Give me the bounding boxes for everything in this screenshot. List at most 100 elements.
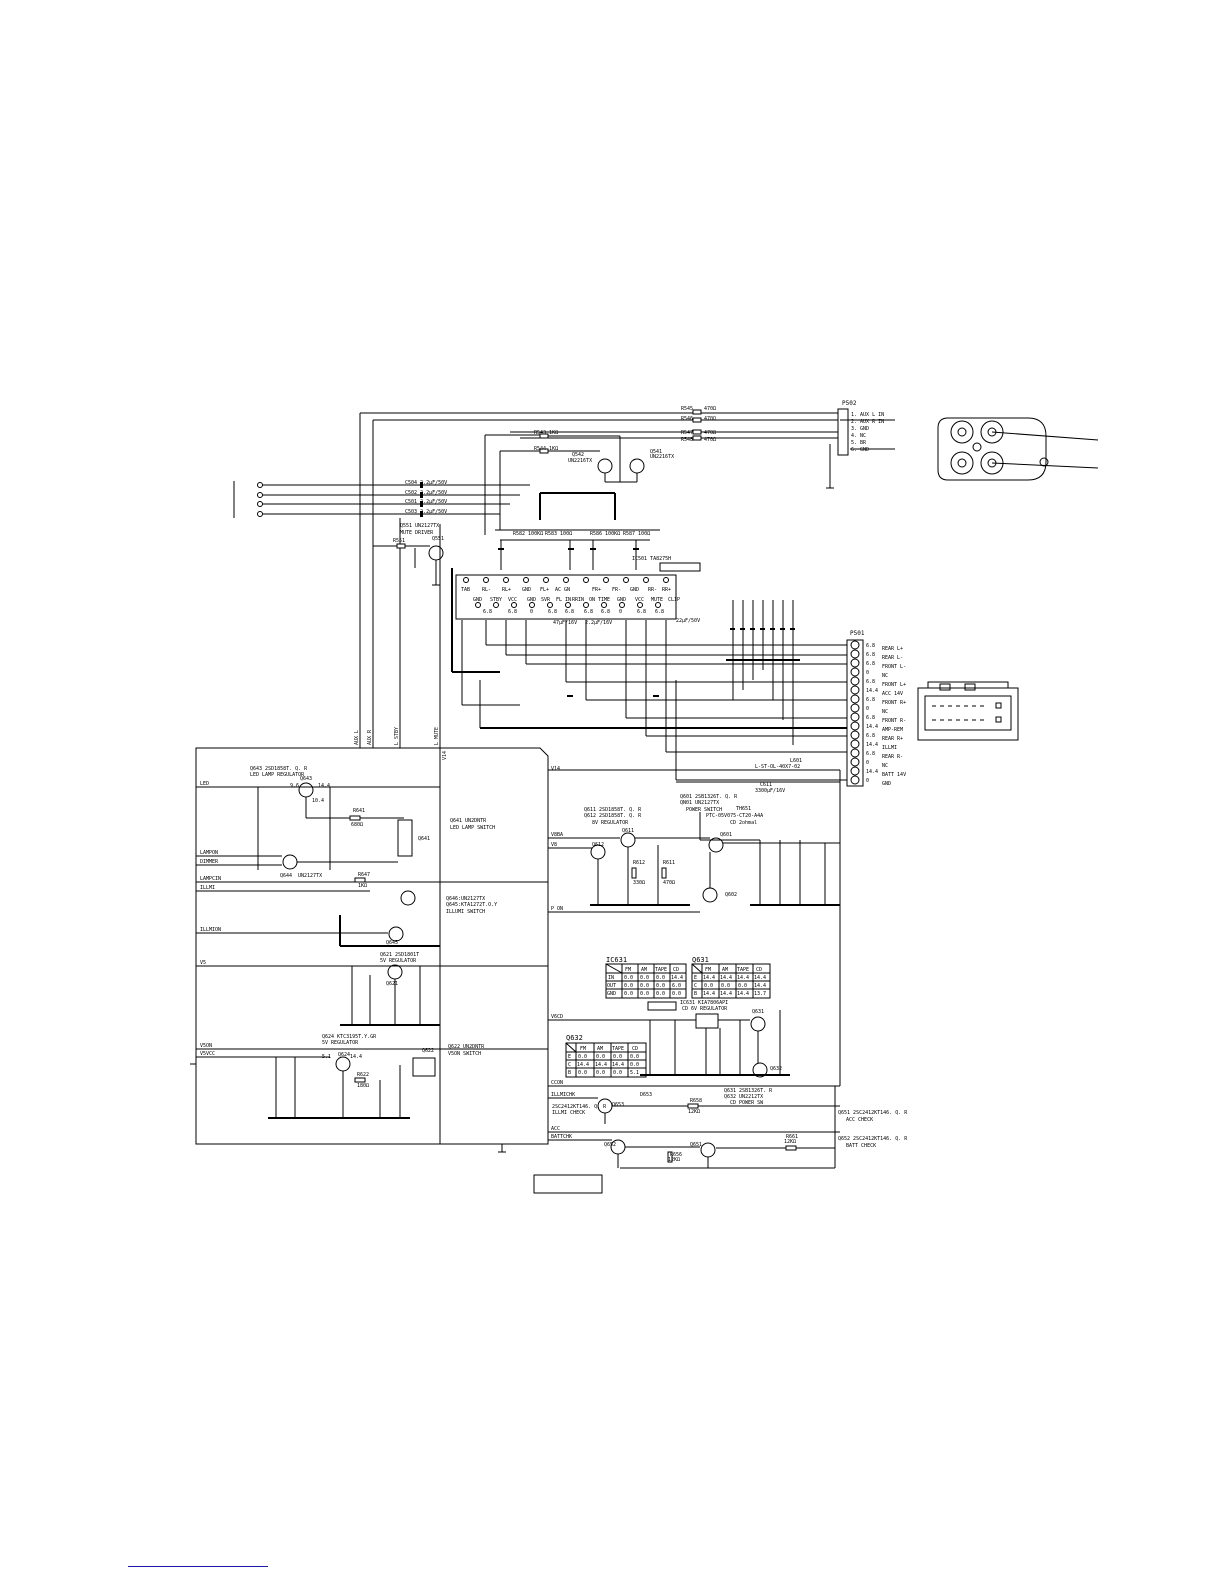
r647-val: 1KΩ [358, 883, 367, 889]
p501-pin-v: 6.8 [866, 661, 875, 667]
r548-val: 470Ω [704, 437, 716, 443]
p501-pin-v: 14.4 [866, 742, 878, 748]
p501-pin-list: 6.8 REAR L+ 6.8 REAR L- 6.8 FRONT L- 0 N… [866, 643, 906, 787]
v8ba-label: V8BA [551, 832, 563, 838]
q641-ref: Q641 [418, 836, 430, 842]
v14-vert: V14 [442, 751, 448, 760]
ic-volt: 6.8 [655, 609, 664, 615]
tbl-c: GND [607, 991, 616, 997]
tbl-h: CD [632, 1046, 638, 1052]
tbl-c: E [694, 975, 697, 981]
q652-ref: Q652 [604, 1142, 616, 1148]
p501-pin-label: BATT 14V [882, 772, 906, 778]
q645-ref: Q645 [386, 940, 398, 946]
tbl-c: 14.4 [595, 1062, 607, 1068]
p501-pin-label: FRONT L- [882, 664, 906, 670]
q651-part: Q651 2SC2412KT146. Q. R [838, 1110, 908, 1116]
ic-pin-top: FR- [612, 587, 621, 593]
tbl-h: CD [756, 967, 762, 973]
tbl-c: 0.0 [578, 1054, 587, 1060]
p501-pin-label: REAR R+ [882, 736, 903, 742]
r548-ref: R548 [681, 437, 693, 443]
ic-volt: 6.8 [483, 609, 492, 615]
p501-plug-drawing [917, 681, 1019, 741]
ic501-pin-circles [463, 577, 669, 608]
ic-pin-top: AC GN [555, 587, 570, 593]
ic-pin-top: RL- [482, 587, 491, 593]
ic-volt: 6.8 [548, 609, 557, 615]
p501-circles [850, 640, 860, 785]
ic-cap: 2.2μF/16V [585, 620, 612, 626]
p501-pin-v: 14.4 [866, 724, 878, 730]
voltage-tables: IC631 FM AM TAPE CD IN 0.0 0.0 0.0 14.4 … [565, 956, 771, 1078]
p501-pin-label: FRONT R- [882, 718, 906, 724]
r661-ref: R661 [786, 1134, 798, 1140]
q624-part: Q624 KTC3195T.Y.GR [322, 1034, 377, 1040]
v14-label: V14 [551, 766, 560, 772]
ic-pin-bot: MUTE [651, 597, 663, 603]
ic-pin-bot: ON TIME [589, 597, 610, 603]
tbl-c: 14.4 [754, 983, 766, 989]
top-signal-wires [359, 412, 840, 748]
q651-desc: ACC CHECK [846, 1117, 873, 1123]
q631-desc: CD POWER SW [730, 1100, 764, 1106]
tbl-c: IN [608, 975, 614, 981]
r658-val: 12KΩ [688, 1109, 700, 1115]
q632-table-title: Q632 [566, 1034, 583, 1042]
q551-part: Q551 UN2127TX [400, 523, 439, 529]
ic-pin-bot: GND [527, 597, 536, 603]
mute-transistors: Q542 UN2216TX Q541 UN2216TX [484, 435, 674, 535]
ic501-amp: IC501 TA8275H TAB RL- RL+ GND FL+ AC GN … [451, 556, 701, 673]
q601-part2: QN01 UN2127TX [680, 800, 719, 806]
r622-val: 180Ω [357, 1083, 369, 1089]
tbl-c: 14.4 [737, 991, 749, 997]
tbl-c: 14.4 [671, 975, 683, 981]
c501-label: C501 2.2μF/50V [405, 499, 447, 505]
v144: 14.4 [350, 1054, 362, 1060]
q653-desc: ILLMI CHECK [552, 1110, 585, 1116]
tbl-c: 0.0 [624, 983, 633, 989]
r583: R583 100Ω [545, 531, 572, 537]
ic501-pins-bottom: GND STBY VCC GND SVR FL IN RRIN ON TIME … [473, 597, 680, 603]
q621-desc: 5V REGULATOR [380, 958, 417, 964]
tbl-h: TAPE [612, 1046, 624, 1052]
ic-pin-top: GND [522, 587, 531, 593]
c502-label: C502 2.2μF/50V [405, 490, 447, 496]
ic-volt: 6.8 [508, 609, 517, 615]
p501-pin-v: 0 [866, 706, 869, 712]
q643-part: Q643 2SD1858T. Q. R [250, 766, 308, 772]
p502-plug-drawing [937, 417, 1099, 481]
q621-ref: Q621 [386, 981, 398, 987]
p501-pin-label: GND [882, 781, 891, 787]
vson-label: V5ON [200, 1043, 212, 1049]
r543-label: R543 1KΩ [534, 430, 558, 436]
v51: 5.1 [322, 1054, 331, 1060]
ic-volt: 6.8 [565, 609, 574, 615]
r546-val: 470Ω [704, 416, 716, 422]
tbl-c: C [568, 1062, 571, 1068]
ic-pin-bot: SVR [541, 597, 551, 603]
r612-ref: R612 [633, 860, 645, 866]
r547-ref: R547 [681, 430, 693, 436]
ic501-pins-top: TAB RL- RL+ GND FL+ AC GN FR+ FR- GND RR… [461, 587, 671, 593]
tbl-c: 0.0 [613, 1054, 622, 1060]
tbl-c: 0.0 [596, 1070, 605, 1076]
r545-val: 470Ω [704, 406, 716, 412]
r551-ref: R551 [393, 538, 405, 544]
tbl-c: OUT [607, 983, 616, 989]
p501-connector: P501 6.8 REAR L+ 6.8 REAR L- 6.8 FRONT L… [846, 630, 906, 787]
tbl-c: 0.0 [656, 983, 665, 989]
q622-ref: Q622 [422, 1048, 434, 1054]
p502-pin: 1. AUX L IN [851, 412, 884, 418]
ic-pin-top: RR- [648, 587, 657, 593]
tbl-h: AM [722, 967, 728, 973]
c503-label: C503 2.2μF/50V [405, 509, 447, 515]
q631-table-title: Q631 [692, 956, 709, 964]
tbl-c: 0.0 [630, 1062, 639, 1068]
q651-ref: Q651 [690, 1142, 702, 1148]
ic631-part: IC631 KIA7806API [680, 1000, 728, 1006]
p501-pin-v: 14.4 [866, 769, 878, 775]
tbl-h: AM [597, 1046, 603, 1052]
ic-pin-top: FL+ [540, 587, 549, 593]
sig-mute: L MUTE [434, 727, 440, 745]
